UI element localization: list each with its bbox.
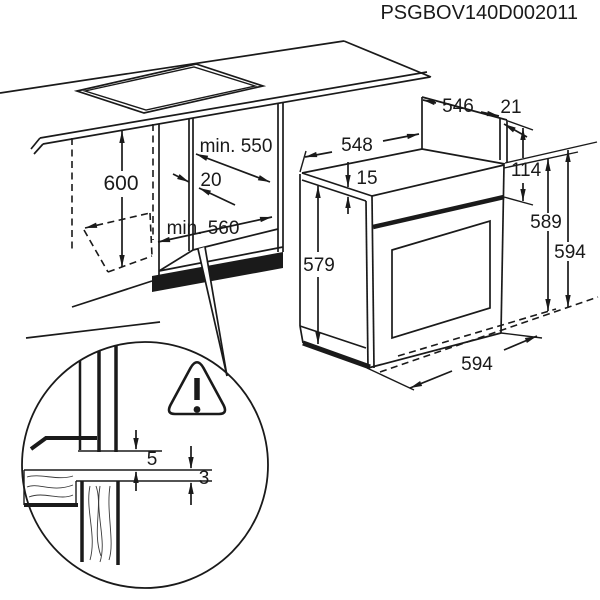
oven-rear-offset-label: 21 xyxy=(500,97,521,118)
cabinet-niche xyxy=(25,103,284,339)
plinth-vent xyxy=(152,252,283,292)
oven-control-band xyxy=(372,194,505,230)
oven-back-panel xyxy=(421,96,508,162)
exclamation-icon xyxy=(193,378,201,413)
detail-overlap-label: 3 xyxy=(199,468,210,489)
hob-cutout xyxy=(73,63,267,114)
oven-top-depth-dim: 546 xyxy=(422,96,500,117)
cabinet-height-dim: 600 xyxy=(103,131,139,267)
wood-shelf-section xyxy=(23,469,120,565)
niche-width-label: min. 560 xyxy=(167,218,240,239)
oven-width-label: 594 xyxy=(461,354,493,375)
oven-door-window xyxy=(391,219,491,340)
oven-door-foot xyxy=(302,340,371,370)
oven-height-label: 589 xyxy=(530,212,562,233)
warning-triangle-icon xyxy=(167,360,227,416)
drawing-code-label: PSGBOV140D002011 xyxy=(380,2,578,24)
oven-width-dim: 594 xyxy=(366,296,599,391)
oven-panel-height-dim: 114 xyxy=(503,120,542,206)
oven-top-width-label: 548 xyxy=(341,135,373,156)
niche-depth-label: min. 550 xyxy=(200,136,273,157)
detail-front-gap-label: 5 xyxy=(147,449,158,470)
detail-front-gap-dim: 5 xyxy=(133,430,157,491)
hidden-cabinet-outline xyxy=(71,138,153,273)
mounting-detail-section: 5 3 xyxy=(23,346,227,565)
built-in-oven xyxy=(299,96,508,370)
oven-height-dim: 589 xyxy=(503,141,598,311)
niche-depth-dim: min. 550 xyxy=(195,136,273,183)
oven-top-depth-label: 546 xyxy=(442,96,474,117)
oven-top-inset-label: 15 xyxy=(356,168,377,189)
cabinet-height-label: 600 xyxy=(103,172,138,195)
oven-total-height-label: 594 xyxy=(554,242,586,263)
oven-total-height-dim: 594 xyxy=(554,150,586,307)
oven-top-width-dim: 548 xyxy=(299,133,420,173)
rear-gap-dim: 20 xyxy=(172,170,236,206)
detail-overlap-dim: 3 xyxy=(188,446,209,505)
niche-width-dim: min. 560 xyxy=(157,216,273,243)
hidden-corner-arrow xyxy=(85,222,98,228)
oven-body-height-label: 579 xyxy=(303,255,335,276)
detail-callout-wedge xyxy=(197,246,228,377)
detail-circle xyxy=(21,341,269,589)
oven-frame-section xyxy=(76,469,212,482)
oven-top-inset-dim: 15 xyxy=(345,162,378,214)
worktop xyxy=(0,40,432,155)
rear-gap-label: 20 xyxy=(200,170,221,191)
oven-body-height-dim: 579 xyxy=(303,186,335,344)
